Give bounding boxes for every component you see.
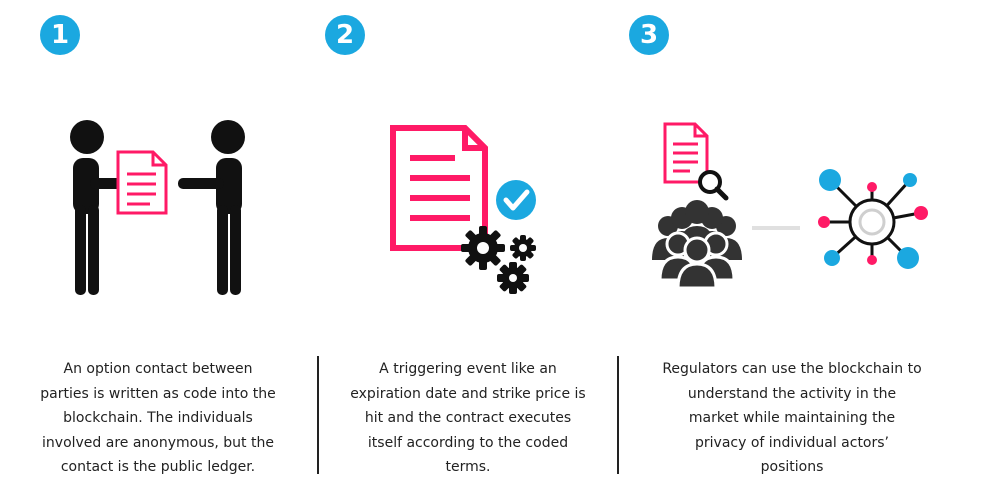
step-2-description: A triggering event like an expiration da… (350, 361, 586, 475)
divider-2 (617, 356, 619, 474)
step-2-badge: 2 (325, 15, 365, 55)
step-3-badge: 3 (629, 15, 669, 55)
step-1-description: An option contact between parties is wri… (40, 361, 276, 475)
contract-gears-icon (390, 125, 536, 294)
regulators-network-icon (652, 122, 928, 290)
handing-document-icon (70, 120, 245, 295)
step-1-badge: 1 (40, 15, 80, 55)
divider-1 (317, 356, 319, 474)
step-3-description: Regulators can use the blockchain to und… (662, 361, 922, 475)
